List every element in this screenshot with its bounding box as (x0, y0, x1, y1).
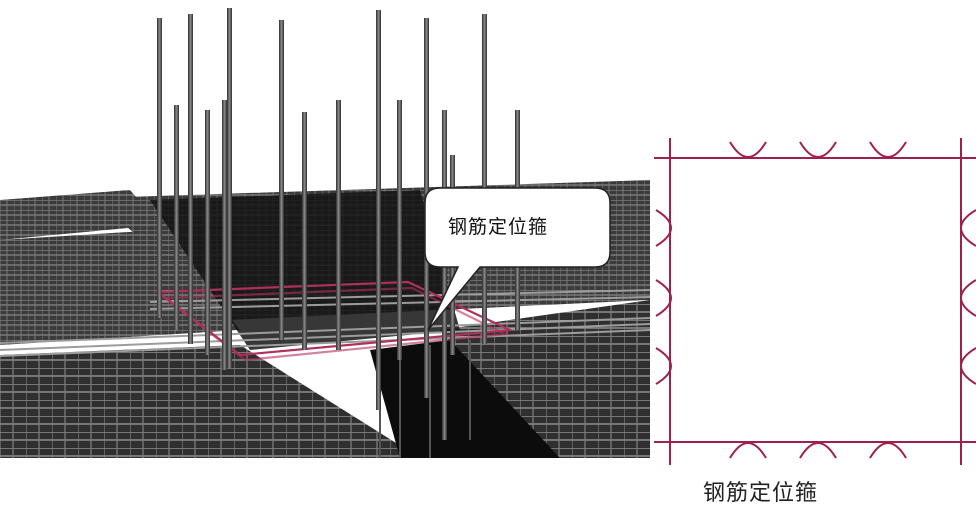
detail-caption: 钢筋定位箍 (703, 481, 819, 506)
stirrup-detail-diagram (654, 138, 976, 465)
positioning-stirrup-3d (154, 280, 515, 362)
speech-bubble (424, 187, 611, 331)
slab-mesh (0, 180, 651, 458)
rebar-3d-rendering (0, 8, 651, 458)
